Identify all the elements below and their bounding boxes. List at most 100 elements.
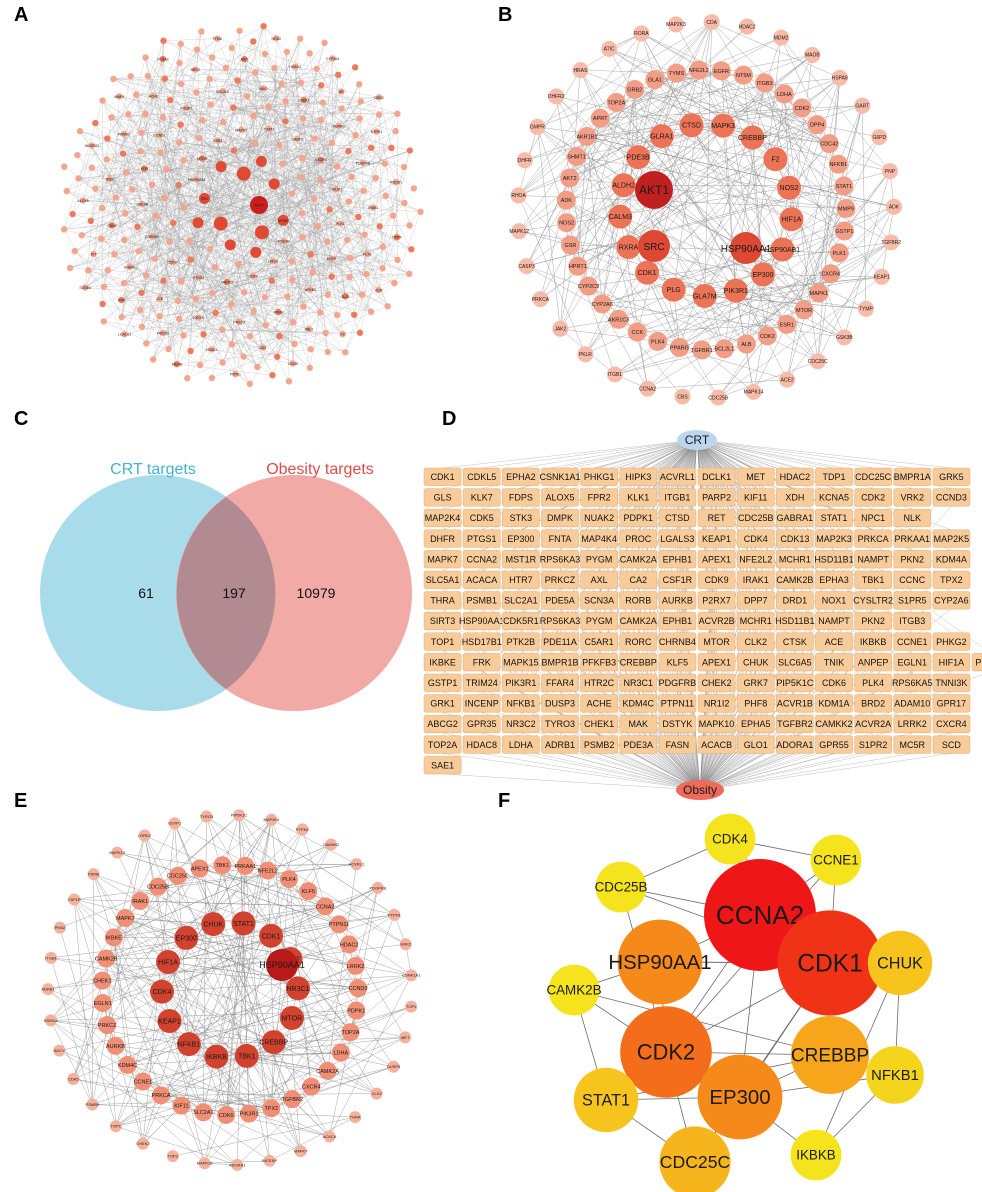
- node-circle: [375, 94, 383, 101]
- gene-label: GPR55: [819, 740, 849, 750]
- panel-letter-f: F: [498, 790, 511, 812]
- network-edge: [95, 122, 410, 275]
- node-circle: [192, 217, 204, 229]
- node-circle: [108, 222, 116, 229]
- gene-box-brd2: BRD2: [854, 694, 892, 713]
- network-edge: [559, 753, 701, 791]
- gene-box-csnk1a1: CSNK1A1: [539, 467, 581, 486]
- network-edge: [378, 97, 392, 148]
- gene-label: CSF1R: [663, 575, 693, 585]
- network-edge: [646, 124, 818, 273]
- node-rora: RORA: [633, 25, 650, 42]
- hub-node-hsp90aa1: HSP90AA1: [721, 232, 772, 264]
- network-edge: [601, 89, 635, 305]
- gene-box-map2k3: MAP2K3: [815, 529, 853, 548]
- gene-box: [502, 714, 540, 734]
- gene-box: [658, 611, 697, 631]
- node-circle: [138, 200, 146, 208]
- gene-box-acvr2a: ACVR2A: [854, 714, 892, 734]
- gene-label: AURKB: [662, 596, 693, 606]
- node-circle: [151, 255, 158, 262]
- gene-box-frk: FRK: [462, 653, 501, 672]
- node-circle: [384, 303, 391, 310]
- gene-label: PYGM: [586, 616, 613, 626]
- node-label: TGFBR2: [881, 240, 901, 246]
- node-circle: [518, 258, 535, 275]
- node-circle: [122, 169, 130, 176]
- gene-box: [502, 467, 540, 486]
- gene-box: [462, 611, 501, 631]
- gene-label: PRKCA: [858, 534, 889, 544]
- gene-label: IKBKE: [429, 657, 456, 667]
- gene-label: DPP7: [744, 596, 768, 606]
- node-circle: [757, 326, 777, 346]
- node-label: PRKCA: [532, 297, 550, 303]
- node-circle: [346, 273, 353, 281]
- node-hsp90ab1: HSP90AB1: [765, 237, 800, 262]
- node-label: KLF5: [302, 889, 315, 895]
- node-akr1b1: AKR1B1: [576, 126, 597, 146]
- gene-box-acvr2b: ACVR2B: [697, 611, 736, 631]
- gene-box: [697, 467, 736, 486]
- node-circle: [392, 127, 399, 135]
- node-cbs: CBS: [674, 388, 691, 405]
- network-edge: [107, 138, 197, 300]
- node-itgb1: ITGB1: [606, 366, 623, 383]
- network-edge: [718, 335, 768, 398]
- gene-box-parp2: PARP2: [697, 488, 736, 507]
- node-circle: [228, 301, 235, 308]
- node-label: ITGB1: [608, 372, 623, 378]
- network-edge: [187, 335, 280, 379]
- network-edge: [144, 168, 260, 206]
- network-edge: [609, 48, 818, 125]
- gene-label: STAT1: [821, 513, 848, 523]
- gene-label: PRKCZ: [545, 575, 576, 585]
- node-clk2: CLK2: [370, 1087, 383, 1100]
- network-edge: [90, 49, 198, 221]
- network-edge: [844, 171, 891, 338]
- node-itgb3: ITGB3: [755, 73, 775, 93]
- node-circle: [199, 117, 206, 124]
- network-edge: [302, 118, 379, 291]
- gene-box: [776, 611, 814, 631]
- node-circle: [809, 353, 826, 370]
- network-edge: [283, 241, 321, 313]
- gene-box: [658, 714, 697, 734]
- node-circle: [122, 210, 129, 217]
- node-circle: [118, 296, 125, 304]
- network-edge: [566, 21, 712, 201]
- network-edge: [231, 47, 395, 284]
- node-label: RHOA: [511, 193, 526, 199]
- gene-label: NR3C1: [624, 678, 654, 688]
- network-edge: [862, 105, 867, 309]
- network-edge: [764, 82, 845, 232]
- network-edge: [142, 923, 244, 1082]
- gene-box-fdps: FDPS: [502, 488, 540, 507]
- node-circle: [193, 176, 201, 183]
- gene-label: BMPR1B: [541, 657, 578, 667]
- gene-label: MCHR1: [740, 616, 772, 626]
- node-tgfbr1: TGFBR1: [691, 340, 713, 360]
- node-circle: [854, 97, 871, 114]
- node-label: LCK: [156, 297, 163, 301]
- gene-box-klk7: KLK7: [462, 488, 501, 507]
- network-edge: [586, 136, 603, 304]
- node-nfe2l2: NFE2L2: [689, 60, 709, 80]
- node-gmpr: GMPR: [529, 118, 546, 135]
- gene-box-top2a: TOP2A: [423, 735, 462, 754]
- network-edge: [140, 169, 167, 310]
- gene-box: [658, 735, 697, 754]
- node-circle: [148, 181, 156, 188]
- network-edge: [786, 77, 841, 380]
- network-edge: [329, 975, 412, 1137]
- network-edge: [128, 114, 228, 283]
- gene-box: [580, 611, 618, 631]
- gene-box: [776, 591, 814, 610]
- gene-box-acacb: ACACB: [697, 735, 736, 754]
- gene-label: NR1I2: [704, 699, 730, 709]
- gene-box: [423, 694, 462, 713]
- node-label: NOS2: [780, 185, 799, 192]
- node-shmt1: SHMT1: [567, 147, 587, 167]
- network-edge: [274, 67, 278, 357]
- node-label: EP300: [709, 1087, 770, 1109]
